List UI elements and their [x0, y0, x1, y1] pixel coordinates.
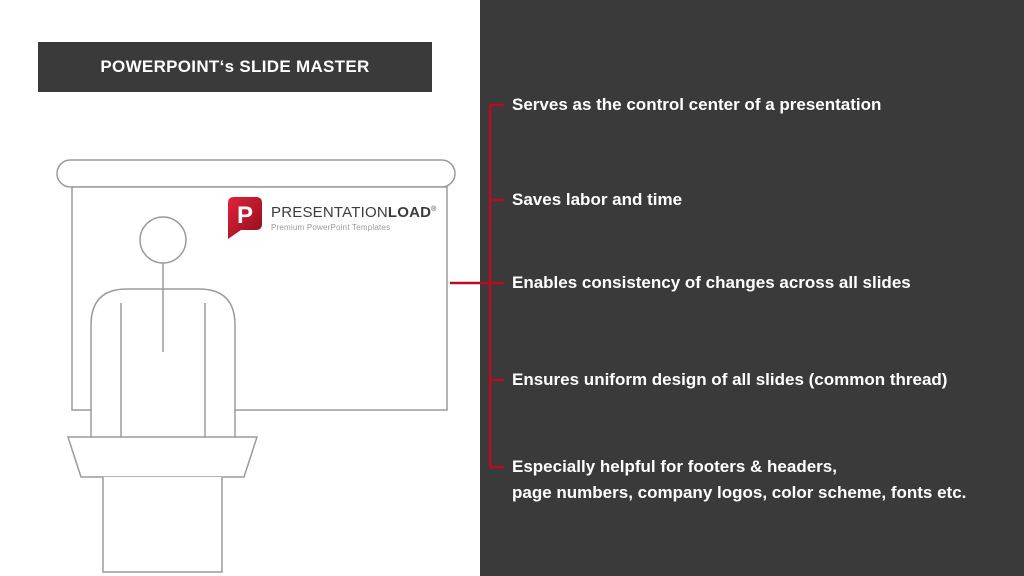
title-banner: POWERPOINT‘s SLIDE MASTER	[38, 42, 432, 92]
logo-tagline: Premium PowerPoint Templates	[271, 223, 391, 232]
bullet-item-3: Enables consistency of changes across al…	[512, 273, 911, 292]
bullet-item-5: Especially helpful for footers & headers…	[512, 457, 967, 502]
logo-p-icon: P	[228, 197, 262, 239]
presentationload-logo: P PRESENTATIONLOAD® Premium PowerPoint T…	[227, 196, 437, 240]
logo-brand: PRESENTATIONLOAD®	[271, 202, 437, 220]
logo-registered-mark: ®	[431, 206, 437, 213]
logo-brand-regular: PRESENTATION	[271, 204, 388, 221]
presenter-arm-lines	[120, 263, 206, 437]
svg-text:P: P	[237, 202, 253, 229]
logo-text: PRESENTATIONLOAD® Premium PowerPoint Tem…	[271, 196, 437, 232]
bullet-item-4: Ensures uniform design of all slides (co…	[512, 370, 948, 389]
podium-base-shape	[102, 477, 223, 573]
page-title: POWERPOINT‘s SLIDE MASTER	[100, 57, 370, 76]
bullet-item-2: Saves labor and time	[512, 190, 683, 209]
logo-brand-bold: LOAD	[387, 204, 432, 221]
bullet-item-1: Serves as the control center of a presen…	[512, 95, 882, 114]
podium-top-shape	[66, 436, 259, 478]
benefits-panel	[480, 0, 1024, 576]
